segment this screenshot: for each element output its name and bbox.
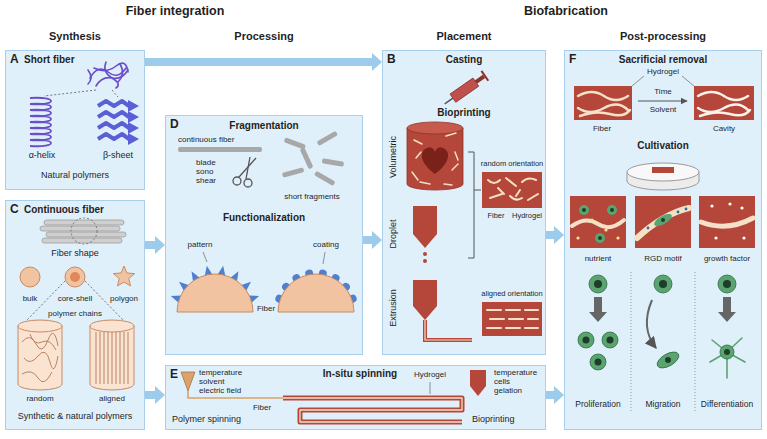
flow-arrow: [363, 236, 372, 244]
panel-title: Casting: [446, 54, 483, 66]
panel-label: aligned: [99, 394, 125, 403]
panel-label: nutrient: [585, 254, 612, 263]
column-header: Synthesis: [49, 30, 101, 43]
panel-label: polymer chains: [48, 309, 102, 318]
panel-label: Cultivation: [637, 140, 689, 152]
panel-letter: E: [170, 368, 178, 382]
panel-label: Solvent: [650, 105, 677, 114]
panel-label: coating: [313, 240, 339, 249]
panel: C Continuous fiberFiber shape bulk core-she…: [5, 200, 145, 430]
panel-label: Synthetic & natural polymers: [18, 411, 133, 421]
panel-label: temperature cells gelation: [494, 368, 540, 396]
panel-label: Migration: [646, 400, 681, 410]
panel-label: aligned orientation: [481, 290, 542, 299]
flow-arrow: [546, 231, 554, 239]
column-header: Processing: [234, 30, 293, 43]
panel: A Short fiber α-helix β-sheetNatural polyme…: [5, 50, 145, 190]
panel-label: Droplet: [388, 219, 398, 248]
column-header: Biofabrication: [524, 4, 608, 18]
panel-label: random orientation: [481, 160, 544, 169]
panel-label: Bioprinting: [472, 414, 515, 424]
flow-arrow: [145, 58, 372, 66]
panel-title: Fragmentation: [229, 120, 298, 132]
panel: E In-situ spinning temperature solvent ele…: [165, 365, 546, 430]
panel-letter: A: [10, 53, 19, 67]
panel-letter: F: [569, 53, 576, 67]
panel-label: continuous fiber: [178, 135, 234, 144]
panel: D Fragmentation continuous fiber blade sono…: [165, 115, 363, 355]
panel-title: Continuous fiber: [24, 204, 104, 216]
panel-letter: C: [10, 203, 19, 217]
panel-letter: B: [387, 53, 396, 67]
panel-label: pattern: [188, 240, 213, 249]
panel-label: Hydrogel: [414, 370, 446, 379]
panel: B CastingBioprintingVolumetricDropletExtr…: [382, 50, 546, 355]
column-header: Placement: [436, 30, 491, 43]
flow-arrow: [145, 391, 155, 399]
panel-label: blade sono shear: [196, 158, 226, 186]
panel-label: Proliferation: [575, 400, 620, 410]
panel-label: Time: [654, 87, 671, 96]
panel-label: short fragments: [284, 192, 340, 201]
panel-label: Natural polymers: [41, 170, 109, 180]
panel: F Sacrificial removalHydrogelTimeSolventF…: [564, 50, 762, 430]
panel-label: Hydrogel: [647, 67, 679, 76]
panel-label: bulk: [23, 294, 38, 303]
panel-label: Extrusion: [388, 289, 398, 327]
panel-label: random: [26, 394, 53, 403]
panel-label: growth factor: [704, 254, 750, 263]
panel-label: temperature solvent electric field: [199, 368, 249, 396]
panel-label: core-shell: [58, 294, 93, 303]
panel-label: Fiber shape: [51, 248, 99, 258]
panel-label: Bioprinting: [437, 107, 490, 119]
panel-title: Short fiber: [24, 54, 75, 66]
panel-title: In-situ spinning: [323, 368, 397, 380]
panel-label: Polymer spinning: [172, 414, 241, 424]
flow-arrow: [145, 241, 155, 249]
panel-label: Fiber: [487, 212, 504, 221]
panel-label: α-helix: [29, 150, 56, 160]
panel-label: Functionalization: [223, 212, 305, 224]
panel-label: Volumetric: [388, 136, 398, 178]
panel-label: Fiber: [253, 403, 271, 412]
panel-label: polygon: [110, 294, 138, 303]
panel-label: RGD motif: [644, 254, 681, 263]
panel-label: β-sheet: [103, 150, 133, 160]
panel-letter: D: [170, 118, 179, 132]
panel-label: Fiber: [257, 304, 275, 313]
column-header: Post-processing: [620, 30, 706, 43]
panel-label: Hydrogel: [512, 212, 542, 221]
panel-label: Differentiation: [701, 400, 753, 410]
panel-label: Fiber: [593, 124, 611, 133]
flow-arrow: [546, 391, 554, 399]
column-header: Fiber integration: [126, 4, 225, 18]
panel-title: Sacrificial removal: [619, 54, 707, 66]
panel-label: Cavity: [713, 124, 735, 133]
